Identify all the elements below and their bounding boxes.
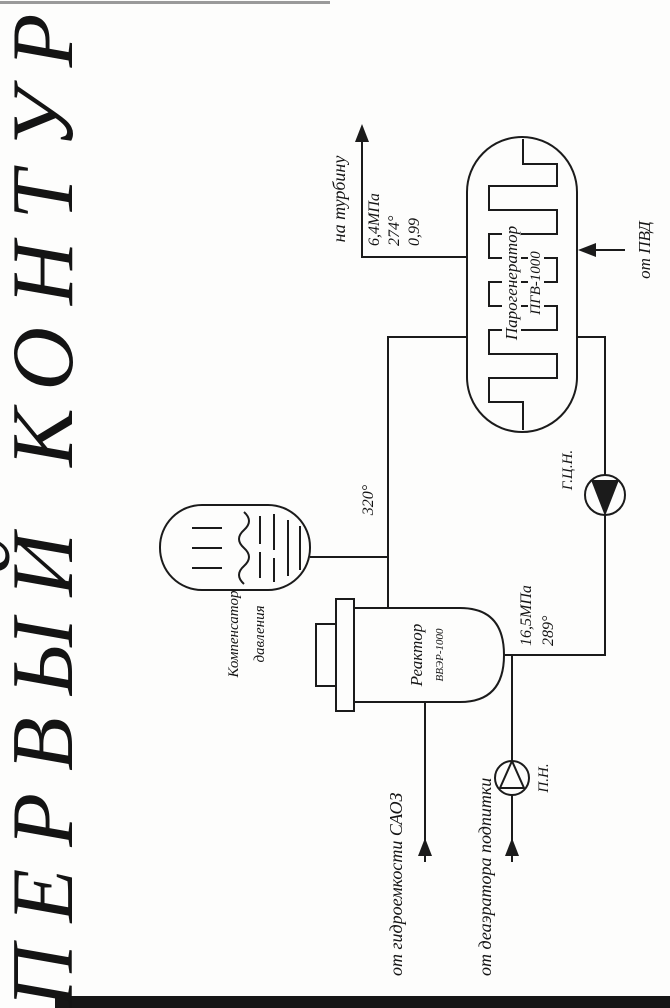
steam-generator-model: ПГВ-1000	[528, 171, 545, 395]
pressurizer-shell	[159, 504, 311, 591]
feedwater-arrow-icon	[578, 243, 596, 257]
steam-pressure-label: 6,4МПа	[366, 193, 383, 246]
primary-pressure-label: 16,5МПа	[518, 585, 535, 646]
gcn-pump-impeller-icon	[591, 480, 619, 516]
from-makeup-deaerator-label: от деаэратора подпитки	[475, 777, 495, 976]
reactor-vessel-body	[353, 607, 506, 703]
steam-dryness-label: 0,99	[406, 218, 423, 246]
cold-leg-temperature-label: 289°	[540, 615, 557, 646]
steam-temperature-label: 274°	[386, 215, 403, 246]
diagram-title: ПЕРВЫЙ КОНТУР	[0, 0, 92, 1008]
reactor-flange	[335, 598, 355, 712]
steam-generator-name: Парогенератор	[502, 171, 522, 395]
pressurizer-label-line1: Компенсатор	[226, 590, 242, 678]
hot-leg-pipe	[387, 336, 467, 608]
water-level-icon	[238, 511, 250, 585]
pn-pump-impeller-icon	[498, 758, 526, 789]
pressurizer-heater-arrows-icon	[192, 527, 222, 569]
steam-generator-shell	[466, 136, 578, 433]
from-hydro-tanks-label: от гидроемкости САОЗ	[386, 792, 406, 976]
reactor-top-cap	[315, 623, 337, 687]
reactor-name: Реактор	[407, 623, 426, 687]
reactor-model: ВВЭР-1000	[434, 628, 446, 682]
from-hp-heaters-label: от ПВД	[635, 221, 654, 279]
pressurizer-label-line2: давления	[252, 605, 268, 663]
to-turbine-arrow-icon	[355, 124, 369, 142]
makeup-arrow-icon	[505, 838, 519, 856]
hot-leg-temperature-label: 320°	[360, 484, 377, 516]
to-turbine-label: на турбину	[329, 155, 349, 243]
pn-pump-label: П.Н.	[536, 763, 552, 793]
sg-tube-coil-icon	[488, 139, 558, 430]
gcn-pump-label: Г.Ц.Н.	[560, 449, 576, 491]
hydro-tank-arrow-icon	[418, 838, 432, 856]
scan-edge-bar	[55, 996, 670, 1008]
water-hatch-icon	[259, 514, 301, 582]
steam-line-pipe	[361, 142, 467, 258]
scan-edge-line	[0, 1, 330, 4]
